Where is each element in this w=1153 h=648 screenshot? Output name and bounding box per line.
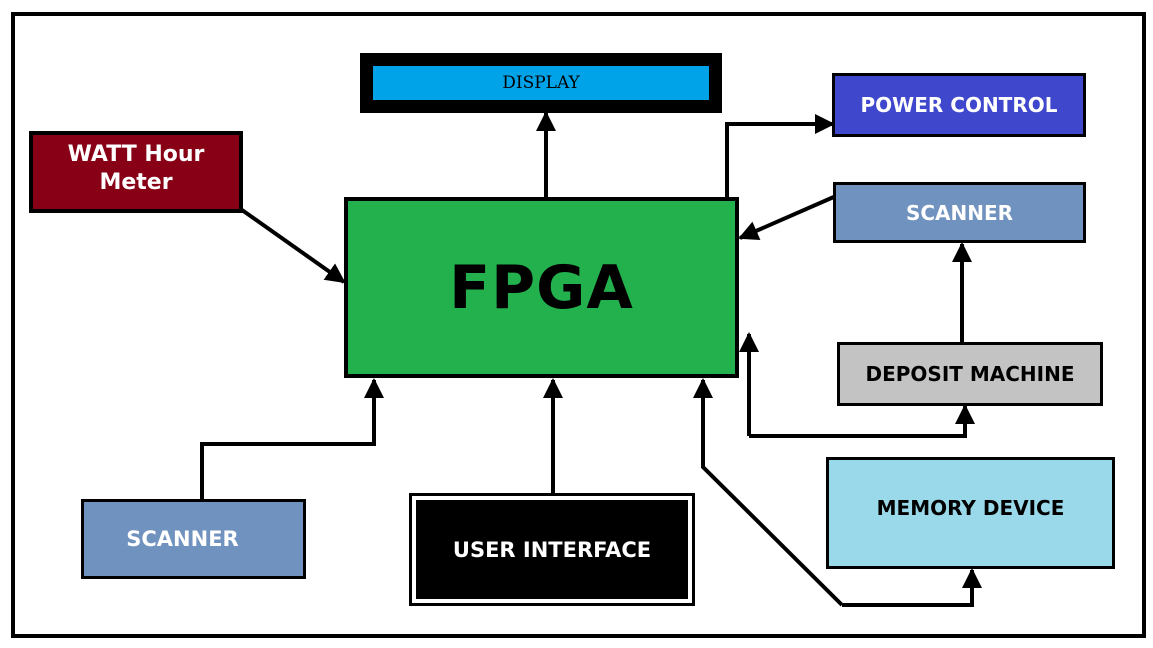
power-control-block: POWER CONTROL <box>832 73 1086 137</box>
display-screen: DISPLAY <box>373 66 709 100</box>
power-control-label: POWER CONTROL <box>860 93 1058 117</box>
user-interface-label: USER INTERFACE <box>452 537 652 562</box>
watt-hour-meter-block: WATT Hour Meter <box>29 131 243 213</box>
wire-fpga-to-power-control <box>725 114 835 198</box>
scanner-right-label: SCANNER <box>905 200 1014 225</box>
user-interface-block: USER INTERFACE <box>409 493 695 606</box>
fpga-label: FPGA <box>449 252 634 323</box>
wire-fpga-to-memory <box>842 568 982 607</box>
scanner-left-block: SCANNER <box>81 499 306 579</box>
deposit-machine-block: DEPOSIT MACHINE <box>837 342 1103 406</box>
deposit-machine-label: DEPOSIT MACHINE <box>865 362 1075 386</box>
wire-scanner-right-to-fpga <box>738 194 837 240</box>
wire-memory-to-fpga <box>693 378 844 607</box>
wire-watt-meter-to-fpga <box>240 208 346 284</box>
diagram-frame <box>11 12 1146 638</box>
watt-meter-label-line1: WATT Hour <box>67 142 205 167</box>
scanner-left-label: SCANNER <box>126 527 239 551</box>
display-block: DISPLAY <box>360 53 722 113</box>
display-label: DISPLAY <box>502 73 580 93</box>
wire-fpga-deposit-loop-b <box>749 404 975 438</box>
memory-device-label: MEMORY DEVICE <box>876 496 1065 520</box>
fpga-block: FPGA <box>344 197 739 378</box>
user-interface-inner: USER INTERFACE <box>416 500 688 599</box>
memory-device-block: MEMORY DEVICE <box>826 457 1115 569</box>
scanner-right-block: SCANNER <box>833 182 1086 243</box>
wire-scanner-left-to-fpga <box>200 378 384 500</box>
watt-meter-label-line2: Meter <box>99 170 173 195</box>
